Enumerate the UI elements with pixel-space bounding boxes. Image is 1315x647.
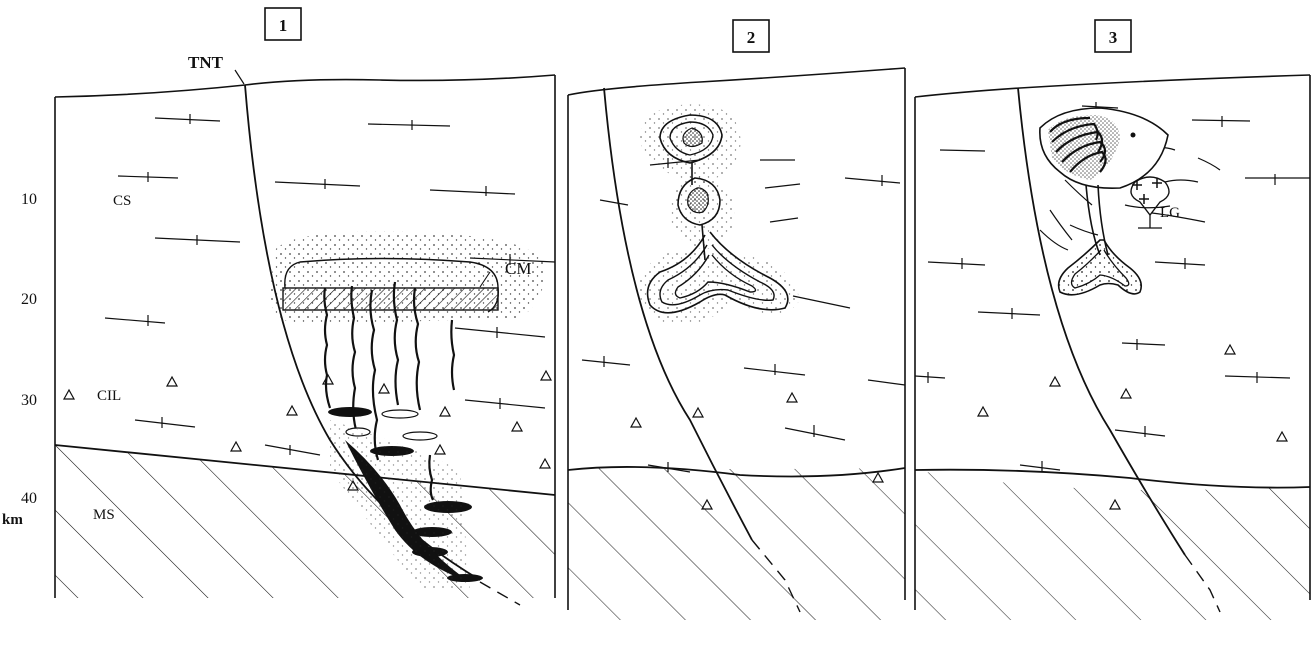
magma-chamber bbox=[270, 232, 545, 325]
label-lg: LG bbox=[1160, 205, 1180, 221]
diapir-2 bbox=[639, 104, 800, 324]
depth-tick-30: 30 bbox=[21, 392, 37, 409]
panel-2: 2 bbox=[568, 20, 905, 620]
mantle-hatch-1 bbox=[55, 445, 555, 598]
panel-1-number: 1 bbox=[279, 16, 288, 35]
depth-tick-40: 40 bbox=[21, 490, 37, 507]
panel-1: 1 TNT CS CIL MS CM 10 20 30 40 km bbox=[2, 8, 555, 605]
label-cs: CS bbox=[113, 193, 131, 209]
granite-lg: LG bbox=[1131, 177, 1180, 228]
label-tnt: TNT bbox=[188, 53, 224, 72]
mantle-hatch-2 bbox=[568, 468, 905, 620]
depth-axis: 10 20 30 40 km bbox=[2, 191, 37, 528]
panel-3: LG 3 bbox=[915, 20, 1310, 620]
label-cil: CIL bbox=[97, 388, 121, 404]
surface-line-1 bbox=[55, 75, 555, 97]
diapir-3 bbox=[1040, 108, 1168, 295]
fault-pointer bbox=[235, 70, 244, 84]
depth-tick-20: 20 bbox=[21, 291, 37, 308]
surface-line-3 bbox=[915, 75, 1310, 97]
depth-tick-10: 10 bbox=[21, 191, 37, 208]
label-cm: CM bbox=[505, 259, 531, 278]
panel-2-number: 2 bbox=[747, 28, 756, 47]
mantle-hatch-3 bbox=[915, 470, 1310, 620]
surface-line-2 bbox=[568, 68, 905, 95]
depth-unit: km bbox=[2, 512, 23, 528]
label-ms: MS bbox=[93, 507, 115, 523]
foliation-marks-2 bbox=[582, 158, 905, 472]
panel-3-number: 3 bbox=[1109, 28, 1118, 47]
